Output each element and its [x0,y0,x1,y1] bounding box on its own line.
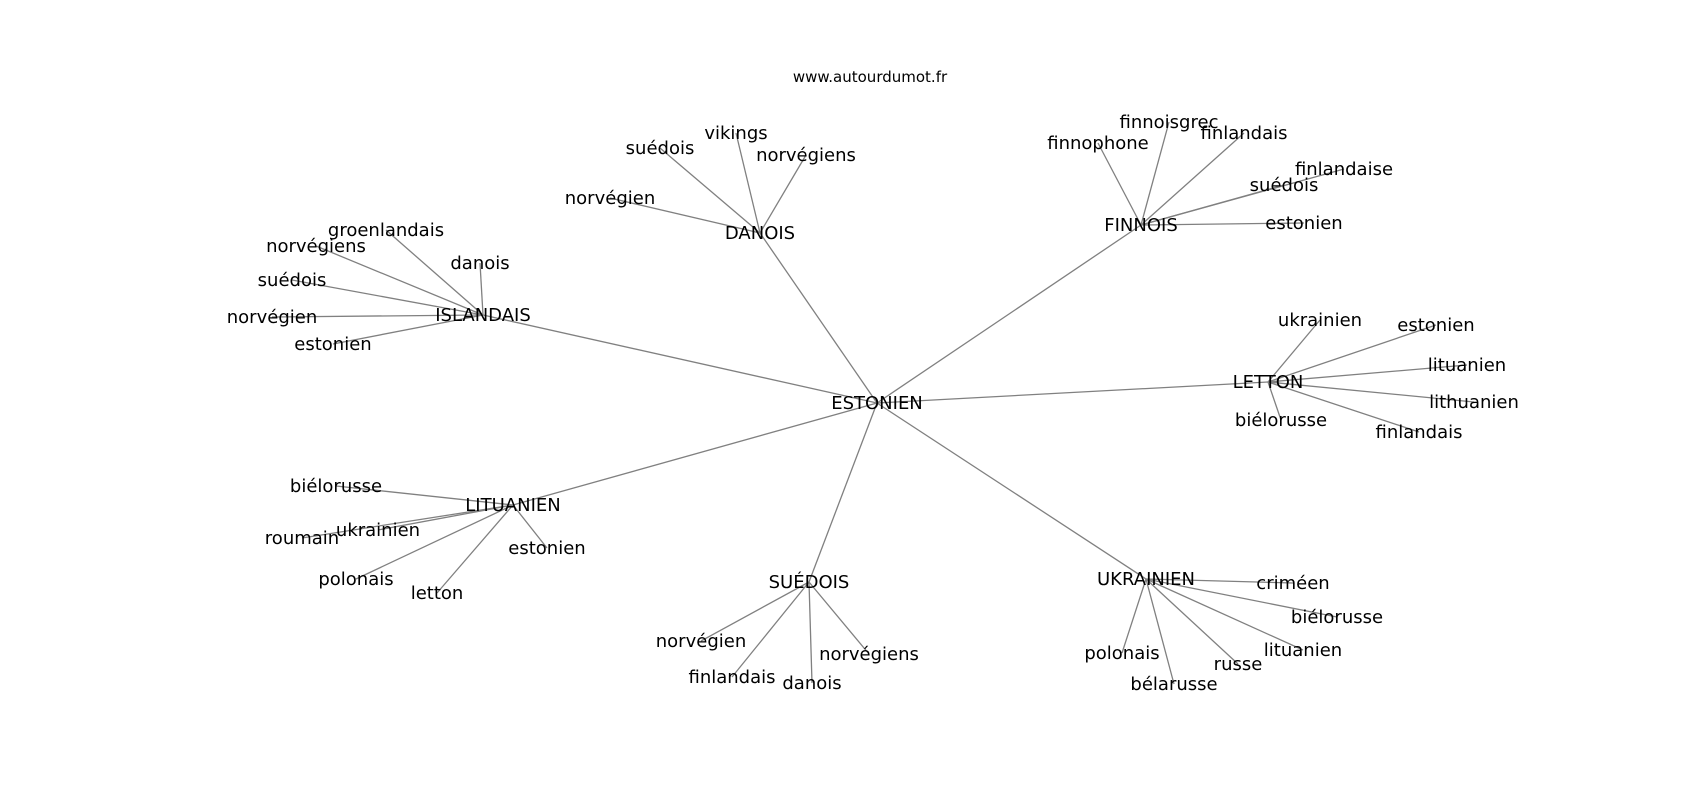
leaf-node-label: estonien [508,538,585,559]
edge-center-suedois [808,402,878,583]
hub-node-finnois: FINNOIS [1104,215,1178,236]
edge-center-finnois [876,224,1142,404]
edge-islandais-leaf [291,279,484,316]
leaf-node-label: biélorusse [1235,410,1327,431]
edge-ukrainien-leaf [1145,578,1175,685]
leaf-node-label: criméen [1256,573,1329,594]
hub-node-letton: LETTON [1233,372,1304,393]
leaf-node-label: finlandaise [1295,159,1393,180]
edge-center-danois [759,232,878,404]
edge-letton-leaf [1267,324,1437,383]
hub-node-lituanien: LITUANIEN [465,495,560,516]
leaf-node-label: roumain [265,528,339,549]
leaf-node-label: russe [1214,654,1263,675]
edge-center-lituanien [512,402,878,506]
edge-lituanien-leaf [377,504,514,531]
leaf-node-label: norvégien [227,307,317,328]
hub-node-islandais: ISLANDAIS [435,305,531,326]
edge-letton-leaf [1267,381,1420,433]
edge-islandais-leaf [271,314,484,318]
labels-layer: ESTONIENDANOISsuédoisvikingsnorvégiensno… [227,112,1519,695]
edge-suedois-leaf [808,581,813,684]
leaf-node-label: norvégien [656,631,746,652]
edge-lituanien-leaf [335,485,514,506]
edge-finnois-leaf [1140,184,1285,226]
hub-node-ukrainien: UKRAINIEN [1097,569,1195,590]
leaf-node-label: letton [411,583,464,604]
edge-finnois-leaf [1097,142,1142,226]
edge-letton-leaf [1267,364,1468,383]
edge-ukrainien-leaf [1145,578,1239,665]
edge-ukrainien-leaf [1121,578,1147,654]
edge-lituanien-leaf [512,504,548,549]
leaf-node-label: lituanien [1428,355,1506,376]
leaf-node-label: bélarusse [1130,674,1217,695]
edge-islandais-leaf [479,262,484,316]
leaf-node-label: suédois [258,270,327,291]
leaf-node-label: estonien [1397,315,1474,336]
leaf-node-label: lithuanien [1429,392,1519,413]
leaf-node-label: estonien [294,334,371,355]
edge-ukrainien-leaf [1145,578,1294,584]
leaf-node-label: suédois [626,138,695,159]
leaf-node-label: norvégiens [819,644,919,665]
leaf-node-label: biélorusse [1291,607,1383,628]
edge-ukrainien-leaf [1145,578,1304,651]
edge-danois-leaf [759,154,807,234]
edge-lituanien-leaf [301,504,514,539]
source-label: www.autourdumot.fr [793,68,948,86]
leaf-node-label: ukrainien [1278,310,1362,331]
edge-center-islandais [482,314,878,404]
edge-letton-leaf [1267,381,1282,421]
edge-center-ukrainien [876,402,1147,580]
edge-danois-leaf [609,197,761,234]
center-node-label: ESTONIEN [831,393,923,414]
edge-lituanien-leaf [355,504,514,580]
leaf-node-label: polonais [318,569,393,590]
leaf-node-label: norvégiens [756,145,856,166]
edge-ukrainien-leaf [1145,578,1338,618]
edge-islandais-leaf [332,314,484,345]
leaf-node-label: vikings [704,123,767,144]
leaf-node-label: finnophone [1047,133,1149,154]
leaf-node-label: danois [450,253,509,274]
leaf-node-label: groenlandais [328,220,444,241]
edge-finnois-leaf [1140,222,1305,226]
edges-layer [271,121,1475,685]
leaf-node-label: suédois [1250,175,1319,196]
leaf-node-label: polonais [1084,643,1159,664]
edge-lituanien-leaf [436,504,514,594]
leaf-node-label: norvégiens [266,236,366,257]
leaf-node-label: lituanien [1264,640,1342,661]
hub-node-danois: DANOIS [725,223,795,244]
leaf-node-label: ukrainien [336,520,420,541]
edge-center-letton [876,381,1269,404]
leaf-node-label: biélorusse [290,476,382,497]
leaf-node-label: finlandais [688,667,775,688]
edge-suedois-leaf [808,581,870,655]
edge-finnois-leaf [1140,132,1245,226]
leaf-node-label: danois [782,673,841,694]
edge-islandais-leaf [315,245,484,316]
leaf-node-label: finlandais [1200,123,1287,144]
edge-suedois-leaf [731,581,810,678]
edge-suedois-leaf [700,581,810,642]
edge-letton-leaf [1267,381,1475,403]
edge-finnois-leaf [1140,121,1170,226]
leaf-node-label: finlandais [1375,422,1462,443]
edge-letton-leaf [1267,319,1321,383]
leaf-node-label: finnoisgrec [1120,112,1219,133]
edge-islandais-leaf [385,229,484,316]
hub-node-suedois: SUÉDOIS [769,571,850,593]
edge-danois-leaf [735,132,761,234]
leaf-node-label: norvégien [565,188,655,209]
leaf-node-label: estonien [1265,213,1342,234]
edge-danois-leaf [659,147,761,234]
